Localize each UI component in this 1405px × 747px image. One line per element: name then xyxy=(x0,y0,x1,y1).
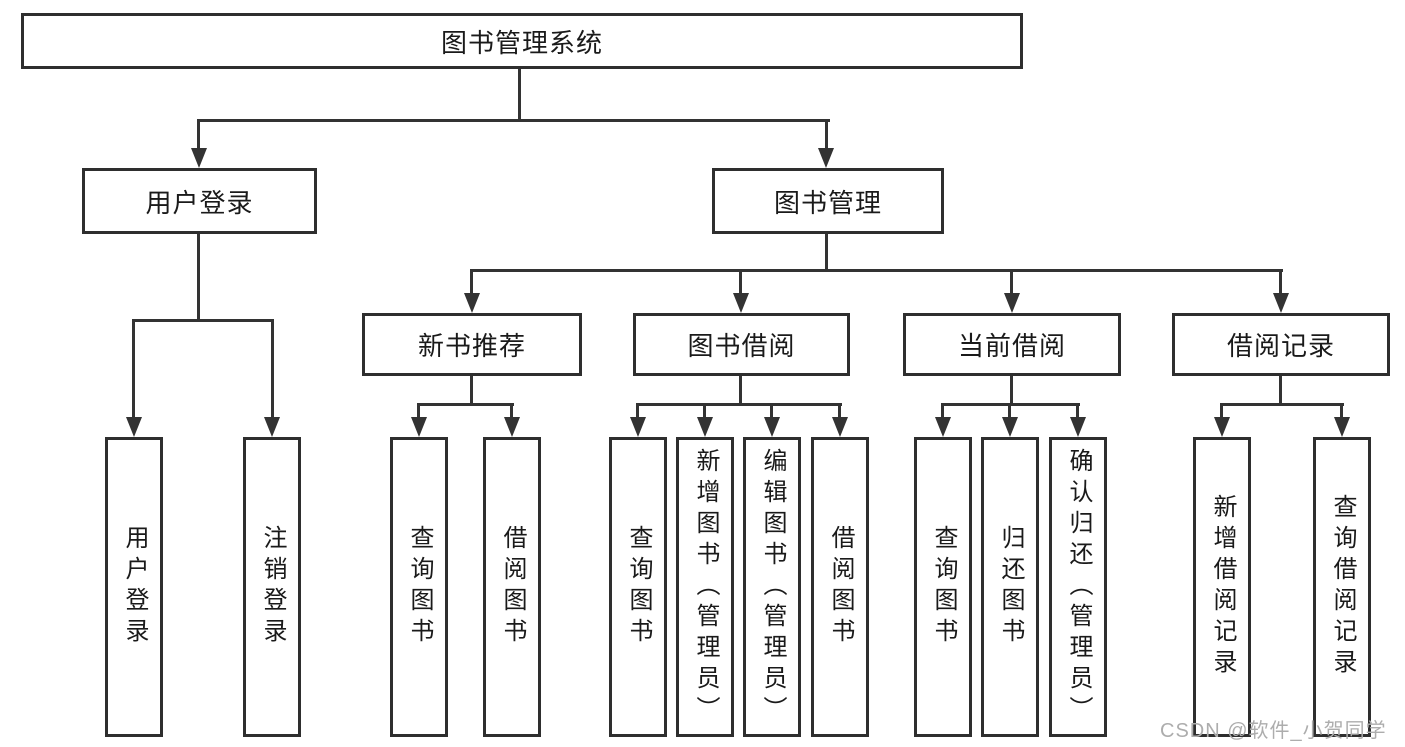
connector-records-span xyxy=(1220,403,1344,406)
arrow-down-icon xyxy=(191,148,207,168)
node-current-borrowing-label: 当前借阅 xyxy=(957,331,1066,361)
connector-borrowing-span xyxy=(636,403,842,406)
connector-records-drop xyxy=(1220,403,1223,419)
arrow-down-icon xyxy=(764,417,780,437)
connector-newbook-span xyxy=(417,403,514,406)
connector-borrowing-drop xyxy=(636,403,639,419)
connector-newbook-drop xyxy=(417,403,420,419)
arrow-down-icon xyxy=(1334,417,1350,437)
connector-root-right-drop xyxy=(825,119,828,151)
leaf-query-borrow-record-label: 查询借阅记录 xyxy=(1329,494,1356,680)
connector-root-stem xyxy=(518,65,521,120)
connector-userlogin-drop xyxy=(132,319,135,419)
connector-userlogin-span xyxy=(132,319,274,322)
node-borrowing-records: 借阅记录 xyxy=(1172,313,1390,376)
node-root: 图书管理系统 xyxy=(21,13,1023,69)
connector-borrowing-drop xyxy=(838,403,841,419)
arrow-down-icon xyxy=(1070,417,1086,437)
leaf-confirm-return-admin-label: 确认归还（管理员） xyxy=(1065,447,1092,727)
arrow-down-icon xyxy=(733,293,749,313)
leaf-query-books-2-label: 查询图书 xyxy=(625,525,652,649)
leaf-logout: 注销登录 xyxy=(243,437,301,737)
arrow-down-icon xyxy=(464,293,480,313)
connector-borrowing-drop xyxy=(703,403,706,419)
arrow-down-icon xyxy=(264,417,280,437)
connector-current-drop xyxy=(941,403,944,419)
leaf-add-borrow-record: 新增借阅记录 xyxy=(1193,437,1251,737)
leaf-return-books: 归还图书 xyxy=(981,437,1039,737)
node-new-book-recommend-label: 新书推荐 xyxy=(417,331,526,361)
arrow-down-icon xyxy=(818,148,834,168)
arrow-down-icon xyxy=(697,417,713,437)
node-borrowing-records-label: 借阅记录 xyxy=(1226,331,1335,361)
arrow-down-icon xyxy=(935,417,951,437)
leaf-query-books-1: 查询图书 xyxy=(390,437,448,737)
csdn-watermark: CSDN @软件_小贺同学 xyxy=(1160,720,1387,742)
leaf-query-books-3: 查询图书 xyxy=(914,437,972,737)
connector-borrowing-drop xyxy=(770,403,773,419)
connector-bookmgmt-drop xyxy=(739,269,742,295)
node-user-login-label: 用户登录 xyxy=(145,187,254,218)
leaf-add-borrow-record-label: 新增借阅记录 xyxy=(1209,494,1236,680)
arrow-down-icon xyxy=(630,417,646,437)
arrow-down-icon xyxy=(1273,293,1289,313)
node-book-borrowing-label: 图书借阅 xyxy=(687,331,796,361)
connector-bookmgmt-drop xyxy=(470,269,473,295)
connector-bookmgmt-drop xyxy=(1010,269,1013,295)
connector-newbook-stem xyxy=(470,374,473,406)
connector-root-span xyxy=(197,119,830,122)
connector-current-stem xyxy=(1010,374,1013,406)
leaf-borrow-books-1-label: 借阅图书 xyxy=(499,525,526,649)
arrow-down-icon xyxy=(504,417,520,437)
connector-bookmgmt-drop xyxy=(1279,269,1282,295)
leaf-query-books-2: 查询图书 xyxy=(609,437,667,737)
arrow-down-icon xyxy=(832,417,848,437)
leaf-edit-book-admin-label: 编辑图书（管理员） xyxy=(759,447,786,727)
arrow-down-icon xyxy=(1004,293,1020,313)
connector-newbook-drop xyxy=(510,403,513,419)
leaf-user-login-label: 用户登录 xyxy=(121,525,148,649)
node-book-borrowing: 图书借阅 xyxy=(633,313,850,376)
connector-records-stem xyxy=(1279,374,1282,406)
node-book-management-label: 图书管理 xyxy=(773,187,882,218)
connector-bookmgmt-span xyxy=(470,269,1283,272)
leaf-edit-book-admin: 编辑图书（管理员） xyxy=(743,437,801,737)
connector-borrowing-stem xyxy=(739,374,742,406)
connector-current-drop xyxy=(1076,403,1079,419)
node-new-book-recommend: 新书推荐 xyxy=(362,313,582,376)
connector-userlogin-drop xyxy=(271,319,274,419)
arrow-down-icon xyxy=(126,417,142,437)
node-user-login: 用户登录 xyxy=(82,168,317,234)
leaf-add-book-admin: 新增图书（管理员） xyxy=(676,437,734,737)
leaf-user-login: 用户登录 xyxy=(105,437,163,737)
leaf-query-books-3-label: 查询图书 xyxy=(930,525,957,649)
arrow-down-icon xyxy=(1002,417,1018,437)
leaf-borrow-books-2: 借阅图书 xyxy=(811,437,869,737)
leaf-confirm-return-admin: 确认归还（管理员） xyxy=(1049,437,1107,737)
leaf-borrow-books-1: 借阅图书 xyxy=(483,437,541,737)
node-current-borrowing: 当前借阅 xyxy=(903,313,1121,376)
leaf-logout-label: 注销登录 xyxy=(259,525,286,649)
leaf-return-books-label: 归还图书 xyxy=(997,525,1024,649)
connector-records-drop xyxy=(1340,403,1343,419)
connector-current-drop xyxy=(1008,403,1011,419)
leaf-add-book-admin-label: 新增图书（管理员） xyxy=(692,447,719,727)
connector-userlogin-stem xyxy=(197,231,200,322)
leaf-borrow-books-2-label: 借阅图书 xyxy=(827,525,854,649)
connector-bookmgmt-stem xyxy=(825,231,828,271)
connector-root-left-drop xyxy=(197,119,200,151)
arrow-down-icon xyxy=(411,417,427,437)
arrow-down-icon xyxy=(1214,417,1230,437)
leaf-query-books-1-label: 查询图书 xyxy=(406,525,433,649)
node-root-label: 图书管理系统 xyxy=(440,27,603,58)
leaf-query-borrow-record: 查询借阅记录 xyxy=(1313,437,1371,737)
node-book-management: 图书管理 xyxy=(712,168,944,234)
